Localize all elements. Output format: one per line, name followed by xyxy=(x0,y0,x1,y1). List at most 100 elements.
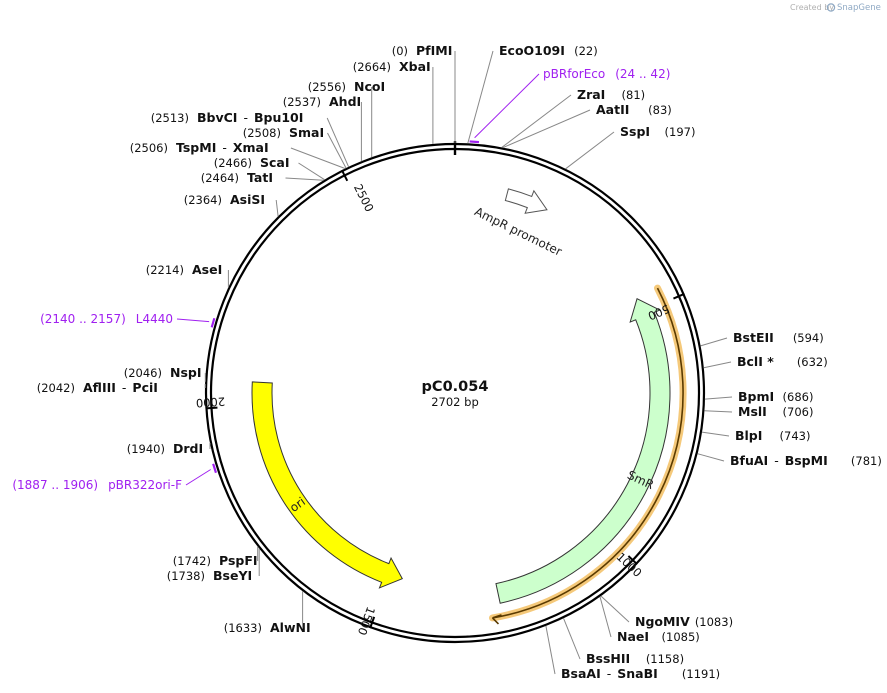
primer-label-pbrforeco[interactable]: pBRforEco(24 .. 42) xyxy=(543,67,670,81)
site-aatii[interactable]: AatII(83) xyxy=(502,102,672,149)
site-name: BfuAI-BspMI xyxy=(730,453,828,468)
site-ncoi[interactable]: (2556)NcoI xyxy=(308,79,385,158)
site-bsteii[interactable]: BstEII(594) xyxy=(700,330,824,347)
site-pos: (743) xyxy=(780,429,811,443)
tick-2000 xyxy=(205,406,218,410)
site-leader xyxy=(565,131,615,170)
primer-mark-pbrforeco[interactable] xyxy=(469,140,480,144)
site-name: BpmI xyxy=(738,389,774,404)
site-blpi[interactable]: BlpI (743) xyxy=(701,428,811,443)
site-pos: (0) xyxy=(392,44,408,58)
site-leader xyxy=(563,618,581,660)
site-pos: (632) xyxy=(797,355,828,369)
primer-label-l4440[interactable]: (2140 .. 2157)L4440 xyxy=(40,312,173,326)
site-pspfi[interactable]: (1742) PspFI xyxy=(173,546,259,568)
site-leader xyxy=(501,94,572,148)
site-bbvci[interactable]: (2513) BbvCI-Bpu10I xyxy=(151,110,350,168)
site-name: AlwNI xyxy=(270,620,311,635)
feature-label-ampr-promoter: AmpR promoter xyxy=(472,204,564,258)
site-naei[interactable]: NaeI (1085) xyxy=(599,596,700,644)
site-alwni[interactable]: (1633) AlwNI xyxy=(224,591,311,635)
site-name: AsiSI xyxy=(230,192,265,207)
site-sspi[interactable]: SspI (197) xyxy=(565,124,696,170)
site-asei[interactable]: (2214)AseI xyxy=(146,262,229,288)
site-smai[interactable]: (2508)SmaI xyxy=(243,125,347,169)
site-name: NaeI xyxy=(617,629,649,644)
site-name: ScaI xyxy=(260,155,290,170)
site-ngomiv[interactable]: NgoMIV (1083) xyxy=(600,595,733,629)
primer-mark-l4440[interactable] xyxy=(210,317,216,328)
site-leader xyxy=(599,596,612,638)
site-leader xyxy=(701,431,730,437)
feature-ori[interactable] xyxy=(251,381,403,589)
site-name: NcoI xyxy=(354,79,385,94)
site-pos: (22) xyxy=(574,44,598,58)
site-pos: (2506) xyxy=(130,141,168,155)
site-leader xyxy=(298,162,325,181)
site-leader xyxy=(326,117,350,168)
site-drdi[interactable]: (1940)DrdI xyxy=(127,441,211,456)
site-zrai[interactable]: ZraI(81) xyxy=(501,87,645,148)
site-name: PspFI xyxy=(219,553,258,568)
smr-selection-arrow-icon xyxy=(491,614,502,625)
primers-layer: pBRforEco(24 .. 42) (2140 .. 2157)L4440 (1… xyxy=(12,67,670,492)
site-pfimi[interactable]: (0) PfIMI xyxy=(392,43,456,143)
primer-label-pbr322ori-f[interactable]: (1887 .. 1906)pBR322ori-F xyxy=(12,478,182,492)
site-name: AatII xyxy=(596,102,629,117)
site-pos: (1083) xyxy=(695,615,733,629)
site-leader xyxy=(700,337,728,347)
site-name: AflIII-PciI xyxy=(83,380,158,395)
site-name: SspI xyxy=(620,124,650,139)
primer-leader-l4440 xyxy=(176,318,210,323)
site-leader xyxy=(704,410,733,413)
site-name: BclI * xyxy=(737,354,774,369)
site-bfuai[interactable]: BfuAI-BspMI (781) xyxy=(697,453,882,468)
tick-label-2000: 2000 xyxy=(195,394,225,410)
tick-1500 xyxy=(369,616,376,629)
site-pos: (2364) xyxy=(184,193,222,207)
site-tspmi[interactable]: (2506) TspMI-XmaI xyxy=(130,140,346,169)
site-name: BlpI xyxy=(735,428,762,443)
site-bpmi[interactable]: BpmI(686) xyxy=(704,389,814,404)
site-bsaai[interactable]: BsaAI-SnaBI(1191) xyxy=(545,625,720,681)
site-tati[interactable]: (2464)TatI xyxy=(201,170,324,185)
site-name: TspMI-XmaI xyxy=(176,140,269,155)
site-pos: (2537) xyxy=(283,95,321,109)
site-pos: (197) xyxy=(665,125,696,139)
site-pos: (1633) xyxy=(224,621,262,635)
site-pos: (2664) xyxy=(353,60,391,74)
site-pos: (1742) xyxy=(173,554,211,568)
feature-ampr-promoter[interactable] xyxy=(504,188,548,214)
site-bseyi[interactable]: (1738)BseYI xyxy=(167,548,260,583)
primer-mark-pbr322ori-f[interactable] xyxy=(212,463,218,474)
smr-selection-strand xyxy=(492,287,684,619)
site-name: NgoMIV xyxy=(635,614,690,629)
feature-smr[interactable] xyxy=(495,298,671,604)
site-ecoo109i[interactable]: EcoO109I(22) xyxy=(467,43,598,144)
site-leader xyxy=(600,595,630,623)
primer-leader-pbrforeco xyxy=(474,73,540,139)
tick-2500 xyxy=(340,169,349,182)
site-msli[interactable]: MslI(706) xyxy=(704,404,813,419)
site-leader xyxy=(502,109,591,149)
site-leader xyxy=(703,361,732,369)
site-leader xyxy=(275,199,279,217)
site-scai[interactable]: (2466)ScaI xyxy=(214,155,325,181)
site-pos: (2513) xyxy=(151,111,189,125)
site-name: PfIMI xyxy=(416,43,452,58)
site-name: BbvCI-Bpu10I xyxy=(197,110,303,125)
tick-label-2500: 2500 xyxy=(351,182,377,214)
site-pos: (781) xyxy=(851,454,882,468)
site-bsshii[interactable]: BssHII(1158) xyxy=(563,618,685,666)
site-afliii[interactable]: (2042)AflIII-PciI xyxy=(37,380,206,395)
primer-leader-pbr322ori-f xyxy=(185,469,211,486)
site-nspi[interactable]: (2046)NspI xyxy=(124,365,206,382)
site-pos: (1085) xyxy=(662,630,700,644)
site-xbai[interactable]: (2664)XbaI xyxy=(353,59,434,144)
site-bcli[interactable]: BclI * (632) xyxy=(703,354,828,369)
site-ahdi[interactable]: (2537)AhdI xyxy=(283,94,362,162)
site-name: SmaI xyxy=(289,125,324,140)
site-name: BstEII xyxy=(733,330,774,345)
site-asisi[interactable]: (2364) AsiSI xyxy=(184,192,279,217)
credit-brand: SnapGene xyxy=(837,3,881,13)
